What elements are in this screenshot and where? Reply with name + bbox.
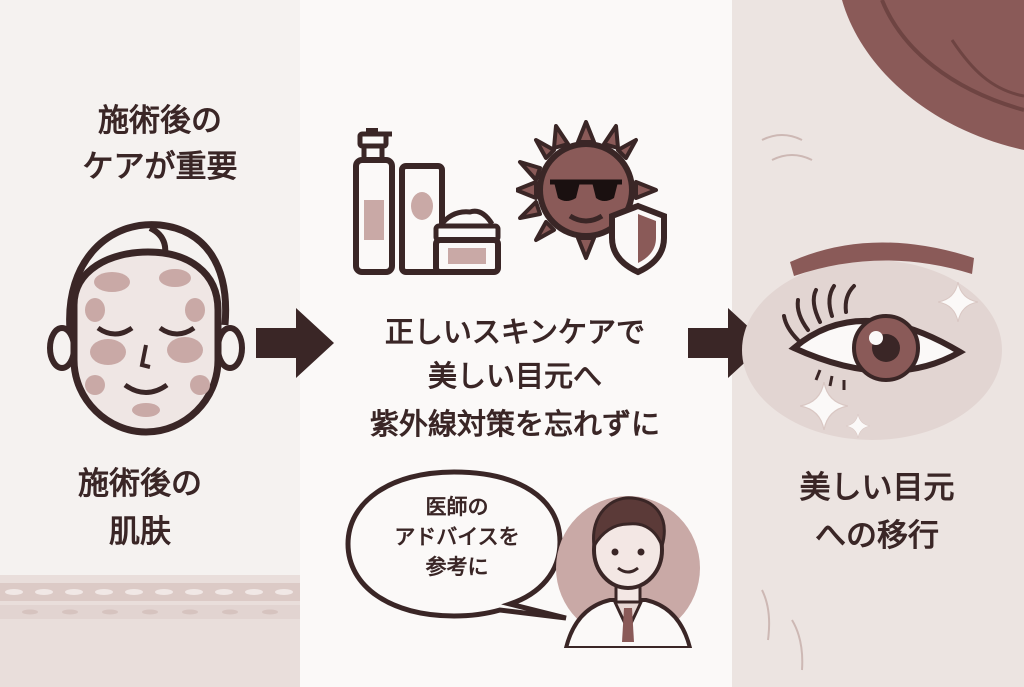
bubble-line1: 医師の xyxy=(425,495,489,519)
bubble-line2: アドバイスを xyxy=(394,525,520,549)
right-caption-line1: 美しい目元 xyxy=(799,470,955,506)
left-heading-line2: ケアが重要 xyxy=(82,149,238,185)
middle-message: 正しいスキンケアで 美しい目元へ xyxy=(325,310,705,398)
sparkle-icon xyxy=(938,282,978,322)
left-heading: 施術後の ケアが重要 xyxy=(40,98,280,190)
sparkle-icon xyxy=(800,382,848,430)
middle-line2: 美しい目元へ xyxy=(427,359,602,393)
sparkle-icon xyxy=(846,414,870,438)
sun-with-sunglasses-icon xyxy=(516,120,667,276)
left-heading-line1: 施術後の xyxy=(98,103,222,139)
left-caption-line2: 肌肤 xyxy=(109,514,171,550)
speech-bubble xyxy=(345,469,567,621)
left-caption-line1: 施術後の xyxy=(78,466,202,502)
middle-line1: 正しいスキンケアで xyxy=(384,315,646,349)
bubble-line3: 参考に xyxy=(425,555,489,579)
skin-texture-illustration xyxy=(0,575,300,687)
middle-uv-message: 紫外線対策を忘れずに xyxy=(369,407,660,441)
skincare-bottles-icon xyxy=(353,128,501,275)
face-with-spots-icon xyxy=(47,221,245,436)
arrow-right-icon xyxy=(256,308,334,378)
eye-icon xyxy=(782,284,966,390)
right-caption: 美しい目元 への移行 xyxy=(752,464,1002,560)
right-caption-line2: への移行 xyxy=(815,518,939,554)
shield-icon xyxy=(609,202,667,276)
bubble-text: 医師の アドバイスを 参考に xyxy=(382,492,532,582)
left-caption: 施術後の 肌肤 xyxy=(40,460,240,556)
doctor-avatar-icon xyxy=(556,496,700,648)
